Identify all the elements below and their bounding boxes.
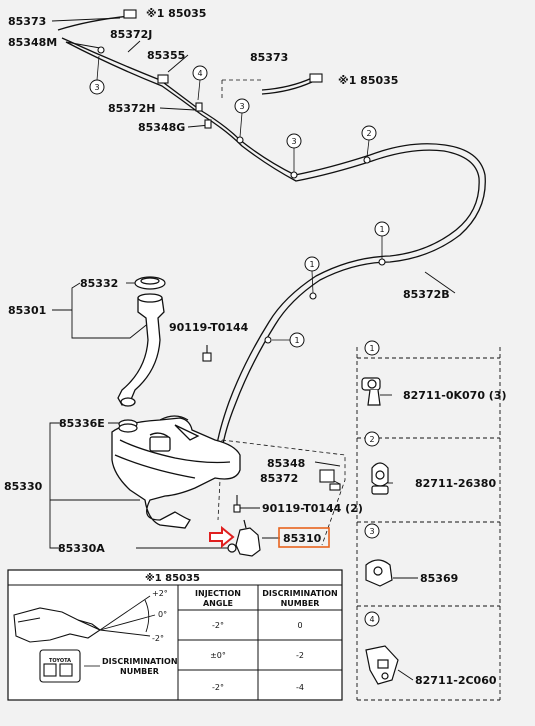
hose-85373-top — [57, 15, 131, 31]
label-90119-b: 90119-T0144 (2) — [262, 502, 363, 515]
label-85355: 85355 — [147, 49, 185, 62]
legend-part-3: 85369 — [420, 572, 458, 585]
label-85035-mid: ※1 85035 — [338, 74, 398, 87]
clip-85369 — [365, 559, 393, 587]
angle-rays — [99, 595, 156, 637]
legend-part-2: 82711-26380 — [415, 477, 496, 490]
label-85348g: 85348G — [138, 121, 185, 134]
svg-text:1: 1 — [379, 225, 384, 234]
bolt-bottom — [233, 495, 241, 513]
svg-text:3: 3 — [369, 527, 374, 536]
row2-angle: ±0° — [210, 651, 226, 660]
label-85372: 85372 — [260, 472, 298, 485]
row2-number: -2 — [296, 651, 304, 660]
svg-text:1: 1 — [309, 260, 314, 269]
label-85373-mid: 85373 — [250, 51, 288, 64]
label-85373-top: 85373 — [8, 15, 46, 28]
label-85372j: 85372J — [110, 28, 152, 41]
highlight-arrow — [209, 525, 235, 549]
label-90119-a: 90119-T0144 — [169, 321, 249, 334]
svg-text:1: 1 — [369, 344, 374, 353]
header-disc-1: DISCRIMINATION — [262, 589, 338, 598]
svg-text:2: 2 — [366, 129, 371, 138]
row1-angle: -2° — [212, 621, 224, 630]
header-disc-2: NUMBER — [281, 599, 320, 608]
callout-ties — [96, 55, 383, 341]
svg-text:2: 2 — [369, 435, 374, 444]
hose-main-b — [65, 41, 480, 451]
sketch-angle-minus2: -2° — [152, 634, 164, 643]
callout-circle: 3 — [286, 133, 302, 149]
callout-circle: 1 — [304, 256, 320, 272]
svg-text:1: 1 — [294, 336, 299, 345]
legend-callout-4: 4 — [364, 611, 380, 627]
callout-circle: 2 — [361, 125, 377, 141]
washer-pump — [227, 519, 261, 557]
legend-callout-1: 1 — [364, 340, 380, 356]
svg-text:3: 3 — [94, 83, 99, 92]
label-85301: 85301 — [8, 304, 46, 317]
callout-circle: 4 — [192, 65, 208, 81]
legend-panel: 1 2 3 4 82711-0K070 (3) 82711-26380 8536… — [356, 340, 507, 701]
sketch-label-2: NUMBER — [120, 667, 159, 676]
svg-text:4: 4 — [197, 69, 202, 78]
bolt-top — [202, 345, 212, 362]
sketch-label-1: DISCRIMINATION — [102, 657, 178, 666]
highlight-box — [278, 527, 330, 548]
callout-circle: 3 — [234, 98, 250, 114]
label-85348m: 85348M — [8, 36, 57, 49]
callout-circle: 3 — [89, 79, 105, 95]
label-85372h: 85372H — [108, 102, 155, 115]
label-85330a: 85330A — [58, 542, 105, 555]
sketch-angle-0: 0° — [158, 610, 167, 619]
header-angle-2: ANGLE — [203, 599, 233, 608]
nozzle-sketch — [13, 607, 101, 683]
clip-82711-26380 — [371, 462, 389, 495]
row3-angle: -2° — [212, 683, 224, 692]
label-85035-top: ※1 85035 — [146, 7, 206, 20]
row3-number: -4 — [296, 683, 304, 692]
part-labels: 85373 ※1 85035 85348M 85372J 85355 85373… — [4, 7, 450, 555]
callout-circle: 1 — [374, 221, 390, 237]
hose-85373-mid — [261, 77, 313, 91]
clip-82711-0k070 — [361, 377, 381, 406]
nozzle-table: ※1 85035 INJECTION ANGLE DISCRIMINATION … — [7, 569, 343, 701]
hose-lines — [57, 15, 486, 451]
grommet — [118, 419, 138, 433]
legend-part-1: 82711-0K070 (3) — [403, 389, 507, 402]
svg-text:3: 3 — [239, 102, 244, 111]
clip-82711-2c060 — [365, 645, 399, 685]
callouts: 3 4 3 3 2 1 1 1 — [89, 65, 390, 348]
filler-neck — [117, 293, 165, 407]
hose-fittings — [97, 9, 386, 491]
label-85330: 85330 — [4, 480, 43, 493]
row1-number: 0 — [297, 621, 302, 630]
leader-lines — [49, 17, 456, 681]
label-85372b: 85372B — [403, 288, 450, 301]
callout-circle: 1 — [289, 332, 305, 348]
washer-tank — [111, 415, 241, 529]
tank-cap — [134, 276, 166, 290]
legend-part-4: 82711-2C060 — [415, 674, 497, 687]
svg-text:4: 4 — [369, 615, 374, 624]
label-85336e: 85336E — [59, 417, 105, 430]
table-title: ※1 85035 — [145, 572, 200, 584]
stamp-text: TOYOTA — [49, 658, 71, 664]
label-85332: 85332 — [80, 277, 118, 290]
sketch-angle-plus2: +2° — [152, 589, 168, 598]
label-85348: 85348 — [267, 457, 305, 470]
svg-text:3: 3 — [291, 137, 296, 146]
label-85310: 85310 — [283, 532, 322, 545]
header-angle-1: INJECTION — [195, 589, 241, 598]
guide-lines — [217, 79, 346, 546]
legend-callout-2: 2 — [364, 431, 380, 447]
legend-callout-3: 3 — [364, 523, 380, 539]
